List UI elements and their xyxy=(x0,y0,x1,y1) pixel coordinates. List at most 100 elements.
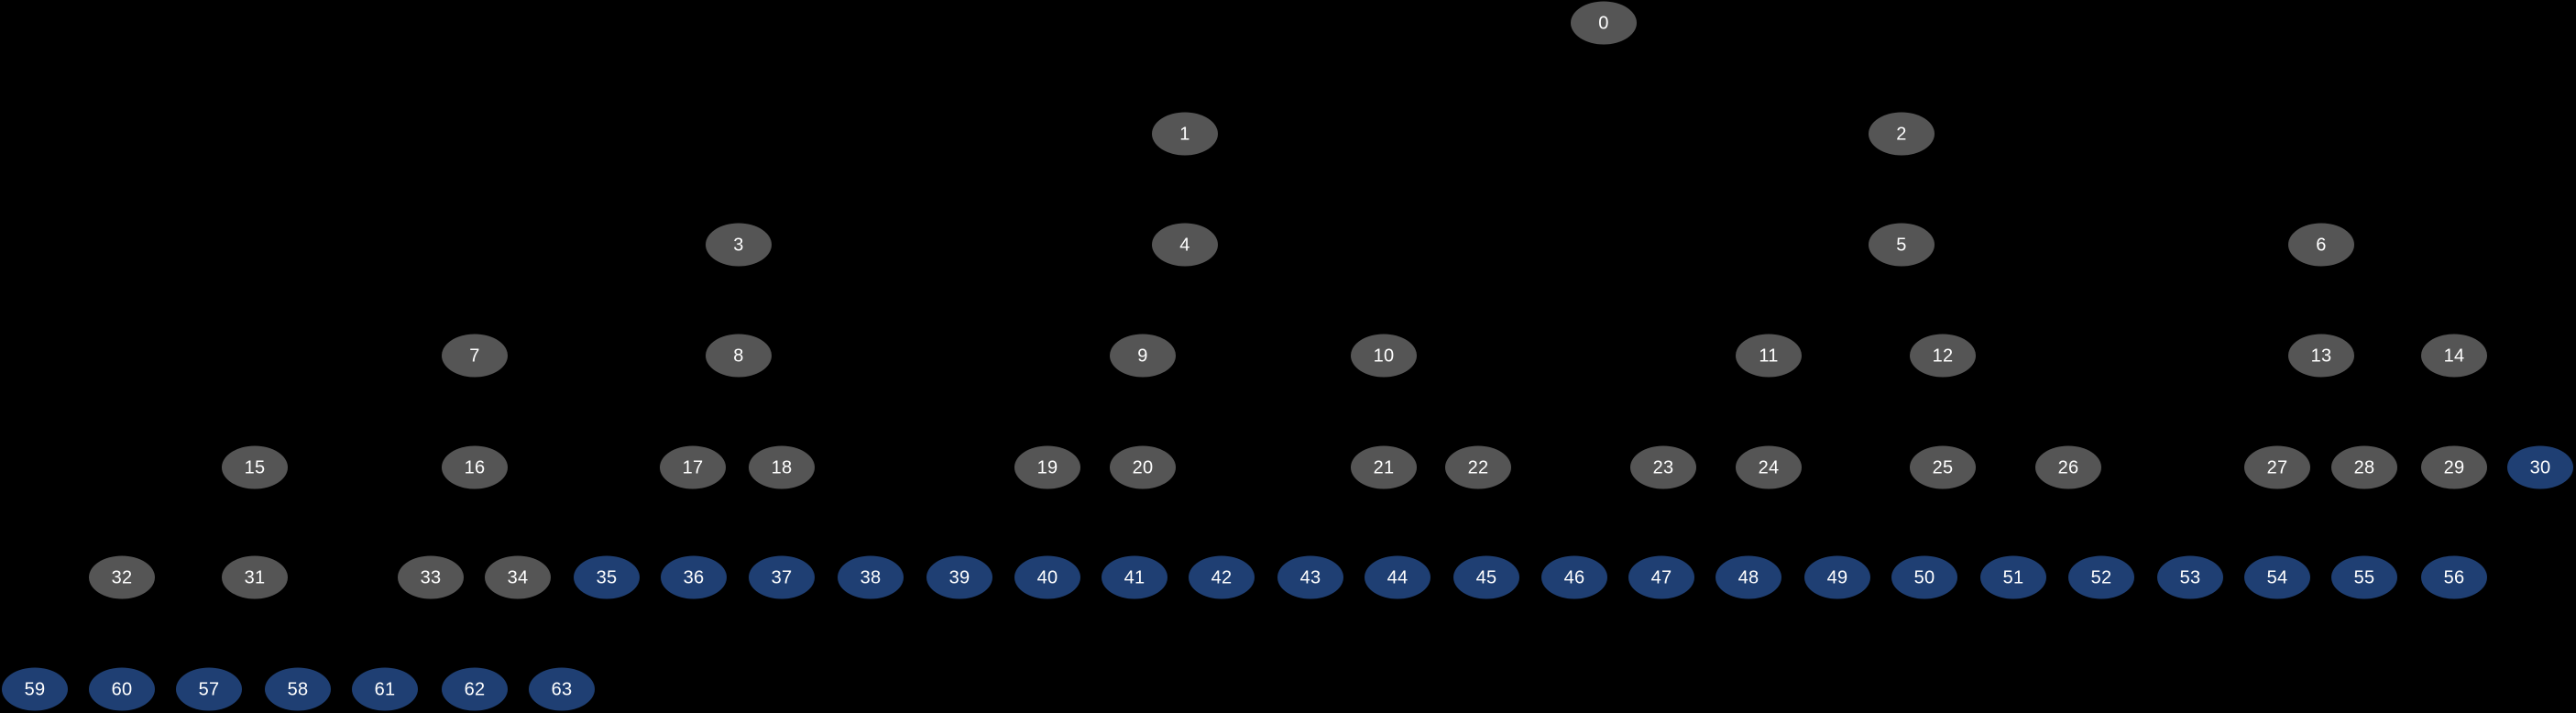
graph-node[interactable]: 16 xyxy=(442,445,508,489)
graph-node[interactable]: 27 xyxy=(2244,445,2310,489)
graph-node[interactable]: 61 xyxy=(352,667,418,711)
graph-node[interactable]: 34 xyxy=(485,555,551,599)
graph-node[interactable]: 6 xyxy=(2288,223,2354,267)
graph-node[interactable]: 58 xyxy=(265,667,331,711)
graph-node[interactable]: 62 xyxy=(442,667,508,711)
graph-node[interactable]: 32 xyxy=(89,555,155,599)
graph-node-label: 36 xyxy=(683,567,705,587)
graph-node-label: 8 xyxy=(733,346,744,366)
graph-node[interactable]: 39 xyxy=(926,555,992,599)
graph-node[interactable]: 21 xyxy=(1351,445,1417,489)
graph-node-label: 37 xyxy=(771,567,793,587)
graph-node-label: 56 xyxy=(2443,567,2465,587)
graph-node-label: 30 xyxy=(2529,457,2551,477)
graph-node[interactable]: 48 xyxy=(1716,555,1781,599)
graph-node-label: 60 xyxy=(111,679,133,699)
graph-node[interactable]: 25 xyxy=(1910,445,1976,489)
graph-node-label: 7 xyxy=(469,346,480,366)
graph-node[interactable]: 7 xyxy=(442,334,508,378)
graph-node[interactable]: 35 xyxy=(574,555,640,599)
graph-node[interactable]: 59 xyxy=(2,667,68,711)
graph-node-label: 57 xyxy=(198,679,220,699)
graph-node-label: 62 xyxy=(464,679,486,699)
graph-node[interactable]: 57 xyxy=(176,667,242,711)
graph-node-label: 34 xyxy=(507,567,529,587)
graph-node-label: 24 xyxy=(1758,457,1780,477)
graph-node-label: 27 xyxy=(2266,457,2288,477)
graph-node-label: 35 xyxy=(596,567,618,587)
graph-node-label: 0 xyxy=(1598,13,1609,33)
graph-node[interactable]: 18 xyxy=(749,445,815,489)
graph-node[interactable]: 17 xyxy=(660,445,726,489)
graph-node[interactable]: 53 xyxy=(2157,555,2223,599)
graph-node[interactable]: 56 xyxy=(2421,555,2487,599)
graph-node[interactable]: 31 xyxy=(222,555,288,599)
graph-node[interactable]: 60 xyxy=(89,667,155,711)
graph-node-label: 50 xyxy=(1913,567,1935,587)
graph-node-label: 31 xyxy=(244,567,266,587)
graph-node[interactable]: 8 xyxy=(706,334,772,378)
graph-node[interactable]: 0 xyxy=(1571,1,1637,45)
graph-node[interactable]: 33 xyxy=(398,555,464,599)
graph-node[interactable]: 13 xyxy=(2288,334,2354,378)
graph-node[interactable]: 54 xyxy=(2244,555,2310,599)
graph-node[interactable]: 43 xyxy=(1277,555,1343,599)
graph-node[interactable]: 40 xyxy=(1014,555,1080,599)
graph-node[interactable]: 20 xyxy=(1110,445,1176,489)
graph-node-label: 9 xyxy=(1137,346,1148,366)
graph-node[interactable]: 63 xyxy=(529,667,595,711)
graph-node-label: 11 xyxy=(1759,346,1779,366)
graph-node-label: 18 xyxy=(771,457,793,477)
graph-node[interactable]: 55 xyxy=(2331,555,2397,599)
graph-node[interactable]: 9 xyxy=(1110,334,1176,378)
graph-node[interactable]: 50 xyxy=(1891,555,1957,599)
graph-node[interactable]: 12 xyxy=(1910,334,1976,378)
graph-node[interactable]: 19 xyxy=(1014,445,1080,489)
graph-node[interactable]: 37 xyxy=(749,555,815,599)
graph-node[interactable]: 38 xyxy=(838,555,904,599)
graph-node-label: 44 xyxy=(1387,567,1409,587)
graph-node[interactable]: 10 xyxy=(1351,334,1417,378)
graph-node[interactable]: 42 xyxy=(1189,555,1255,599)
graph-node-label: 17 xyxy=(682,457,704,477)
graph-node[interactable]: 4 xyxy=(1152,223,1218,267)
graph-node[interactable]: 52 xyxy=(2068,555,2134,599)
graph-node[interactable]: 5 xyxy=(1869,223,1935,267)
graph-node-label: 20 xyxy=(1132,457,1154,477)
graph-node[interactable]: 47 xyxy=(1628,555,1694,599)
graph-node[interactable]: 2 xyxy=(1869,112,1935,156)
graph-node[interactable]: 26 xyxy=(2035,445,2101,489)
graph-node[interactable]: 14 xyxy=(2421,334,2487,378)
graph-node[interactable]: 23 xyxy=(1630,445,1696,489)
graph-node-label: 26 xyxy=(2057,457,2079,477)
graph-node-label: 45 xyxy=(1475,567,1497,587)
graph-node-label: 33 xyxy=(420,567,442,587)
graph-node[interactable]: 29 xyxy=(2421,445,2487,489)
graph-node-label: 13 xyxy=(2310,346,2332,366)
graph-node-label: 19 xyxy=(1036,457,1058,477)
graph-node[interactable]: 28 xyxy=(2331,445,2397,489)
graph-node-label: 49 xyxy=(1826,567,1848,587)
graph-node[interactable]: 36 xyxy=(661,555,727,599)
graph-node[interactable]: 46 xyxy=(1541,555,1607,599)
graph-node[interactable]: 1 xyxy=(1152,112,1218,156)
graph-node[interactable]: 41 xyxy=(1102,555,1167,599)
graph-node[interactable]: 49 xyxy=(1804,555,1870,599)
graph-node-label: 42 xyxy=(1211,567,1233,587)
graph-node[interactable]: 30 xyxy=(2507,445,2573,489)
graph-node[interactable]: 22 xyxy=(1445,445,1511,489)
graph-node[interactable]: 15 xyxy=(222,445,288,489)
graph-node-label: 41 xyxy=(1124,567,1145,587)
graph-node[interactable]: 11 xyxy=(1736,334,1802,378)
graph-node[interactable]: 24 xyxy=(1736,445,1802,489)
graph-node[interactable]: 3 xyxy=(706,223,772,267)
graph-node[interactable]: 51 xyxy=(1980,555,2046,599)
graph-node[interactable]: 45 xyxy=(1453,555,1519,599)
graph-node-label: 40 xyxy=(1036,567,1058,587)
graph-node-label: 28 xyxy=(2353,457,2375,477)
graph-node-label: 53 xyxy=(2179,567,2201,587)
graph-node-label: 29 xyxy=(2443,457,2465,477)
graph-node-label: 4 xyxy=(1179,235,1190,255)
graph-node[interactable]: 44 xyxy=(1365,555,1431,599)
